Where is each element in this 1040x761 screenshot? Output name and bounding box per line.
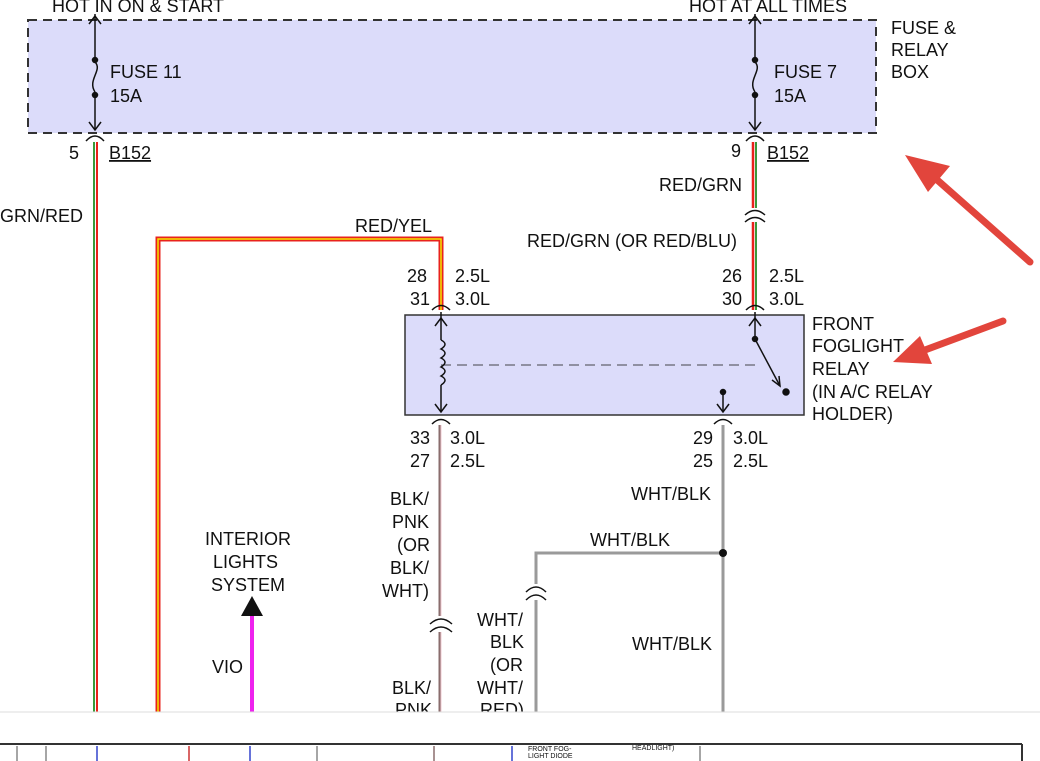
relay-engine-2-5l-right-top: 2.5L [769,266,804,286]
wire-label-wht-blk-alt-1: WHT/ [477,610,523,630]
wire-label-wht-blk-lower: WHT/BLK [632,634,712,654]
fuse-11-symbol [85,14,105,142]
wire-label-red-yel: RED/YEL [355,216,432,236]
relay-engine-2-5l-left-bottom: 2.5L [450,451,485,471]
relay-switch-symbol [716,304,790,414]
relay-engine-2-5l-right-bottom: 2.5L [733,451,768,471]
wire-label-grn-red: GRN/RED [0,206,83,226]
wire-label-wht-blk-alt-3: (OR [490,655,523,675]
fuse-11-rating: 15A [110,86,142,106]
wire-label-blk-pnk-bottom-1: BLK/ [392,678,431,698]
fuse-7-rating: 15A [774,86,806,106]
wire-label-red-grn: RED/GRN [659,175,742,195]
header-hot-at-all-times: HOT AT ALL TIMES [689,0,847,16]
relay-pin-26: 26 [722,266,742,286]
relay-engine-3-0l-right-bottom: 3.0L [733,428,768,448]
relay-pin-30: 30 [722,289,742,309]
wire-label-red-grn-alt: RED/GRN (OR RED/BLU) [527,231,737,251]
interior-lights-line-1: INTERIOR [205,529,291,549]
wire-label-wht-blk-alt-2: BLK [490,632,524,652]
relay-pin-28: 28 [407,266,427,286]
wire-label-blk-pnk-4: BLK/ [390,558,429,578]
relay-label-line-3: RELAY [812,359,870,379]
relay-pin-29: 29 [693,428,713,448]
wire-label-vio: VIO [212,657,243,677]
wire-label-blk-pnk-2: PNK [392,512,429,532]
wire-label-blk-pnk-1: BLK/ [390,489,429,509]
wire-red-grn [744,142,766,310]
fuse-box-label-line-2: RELAY [891,40,949,60]
next-page-text-c: HEADLIGHT) [632,745,674,752]
fuse-11-connector: B152 [109,143,151,163]
relay-pin-27: 27 [410,451,430,471]
wire-label-blk-pnk-5: WHT) [382,581,429,601]
wire-label-blk-pnk-3: (OR [397,535,430,555]
interior-lights-line-3: SYSTEM [211,575,285,595]
relay-label-line-4: (IN A/C RELAY [812,382,933,402]
fuse-box-label-line-1: FUSE & [891,18,956,38]
arrow-up-icon [241,596,263,616]
wire-label-wht-blk-branch: WHT/BLK [590,530,670,550]
relay-label-line-5: HOLDER) [812,404,893,424]
wire-label-wht-blk-relay: WHT/BLK [631,484,711,504]
relay-pin-31: 31 [410,289,430,309]
annotation-arrow-icon [893,317,1007,364]
relay-pin-33: 33 [410,428,430,448]
fuse-7-connector: B152 [767,143,809,163]
fuse-7-symbol [745,14,765,142]
wire-blk-pnk [429,425,453,712]
fuse-box-label-line-3: BOX [891,62,929,82]
relay-label-line-1: FRONT [812,314,874,334]
relay-pin-25: 25 [693,451,713,471]
annotation-arrow-icon [905,155,1034,266]
fuse-relay-box [27,19,877,134]
relay-engine-2-5l-left-top: 2.5L [455,266,490,286]
fuse-7-name: FUSE 7 [774,62,837,82]
relay-engine-3-0l-right-top: 3.0L [769,289,804,309]
header-hot-in-on-start: HOT IN ON & START [52,0,224,16]
next-page-wire-stubs [16,746,701,761]
fuse-11-name: FUSE 11 [110,62,182,82]
relay-label-line-2: FOGLIGHT [812,336,904,356]
wire-grn-red [93,142,98,712]
fuse-7-pin: 9 [731,141,741,161]
relay-coil-symbol [431,304,755,414]
wire-label-wht-blk-alt-4: WHT/ [477,678,523,698]
relay-engine-3-0l-left-bottom: 3.0L [450,428,485,448]
wire-red-yel [155,236,444,712]
interior-lights-line-2: LIGHTS [213,552,278,572]
wire-wht-blk [525,425,727,712]
next-page-text-b: LIGHT DIODE [528,753,573,760]
next-page-strip [0,744,1040,761]
fuse-11-pin: 5 [69,143,79,163]
bottom-divider [0,712,1040,744]
next-page-text-a: FRONT FOG- [528,746,572,753]
relay-engine-3-0l-left-top: 3.0L [455,289,490,309]
relay-bottom-connectors [431,418,733,425]
